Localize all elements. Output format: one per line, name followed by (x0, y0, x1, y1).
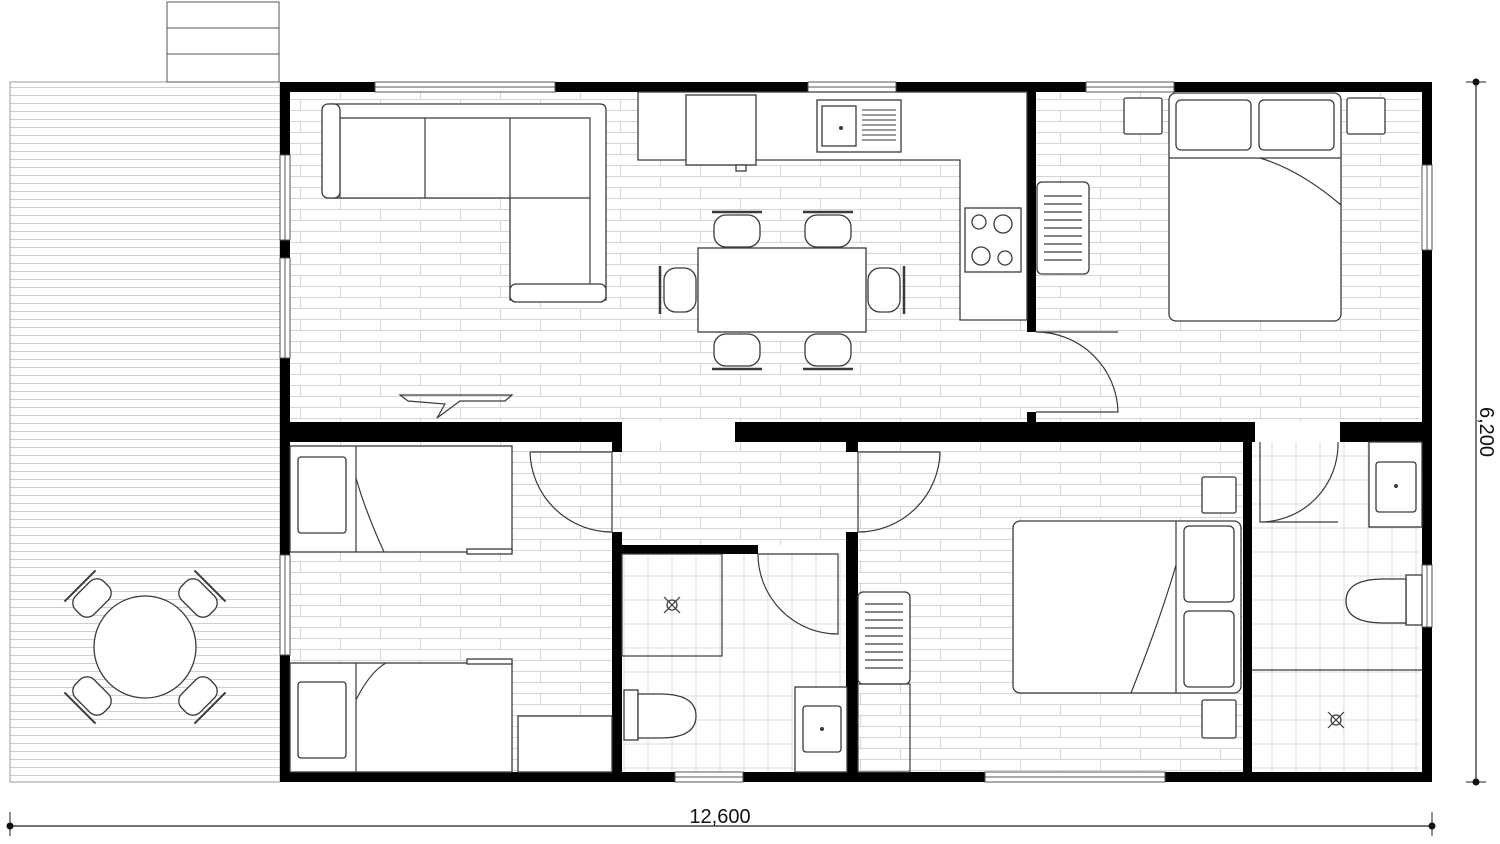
ensuite (1252, 441, 1423, 729)
depth-dimension: 6,200 (1466, 78, 1497, 786)
round-table-icon (93, 595, 197, 699)
dining-table-icon (658, 210, 906, 371)
tv-unit (398, 394, 514, 419)
guest-bedroom (857, 476, 1242, 773)
double-bed-icon (1168, 92, 1342, 322)
double-bed-icon (1012, 520, 1242, 694)
doors (529, 331, 1339, 635)
cooktop-icon (964, 207, 1022, 273)
corner-sofa-icon (321, 103, 607, 303)
nightstand-icon (1123, 97, 1386, 135)
depth-dimension-label: 6,200 (1475, 407, 1497, 457)
steps-icon (166, 1, 280, 83)
width-dimension-label: 12,600 (689, 806, 750, 828)
fridge-icon (685, 94, 757, 172)
width-dimension: 12,600 (6, 806, 1436, 836)
basin-icon (794, 686, 848, 773)
deck (9, 1, 281, 783)
shower-icon (1252, 669, 1422, 729)
master-bedroom (1036, 92, 1386, 322)
desk-icon (517, 715, 613, 773)
nightstand-icon (1201, 476, 1237, 739)
twin-bedroom (289, 445, 613, 773)
kitchen-sink-icon (816, 99, 902, 153)
single-bed-icon (289, 445, 513, 555)
toilet-icon (623, 689, 697, 741)
bathroom (621, 553, 848, 773)
wardrobe-icon (1036, 181, 1090, 275)
living-kitchen-dining (321, 91, 1028, 419)
windows (279, 81, 1433, 783)
shower-icon (621, 553, 723, 657)
single-bed-icon (289, 658, 513, 773)
toilet-icon (1345, 574, 1423, 626)
wardrobe-icon (857, 591, 911, 773)
chair-icon (63, 569, 227, 725)
basin-icon (1368, 441, 1423, 528)
